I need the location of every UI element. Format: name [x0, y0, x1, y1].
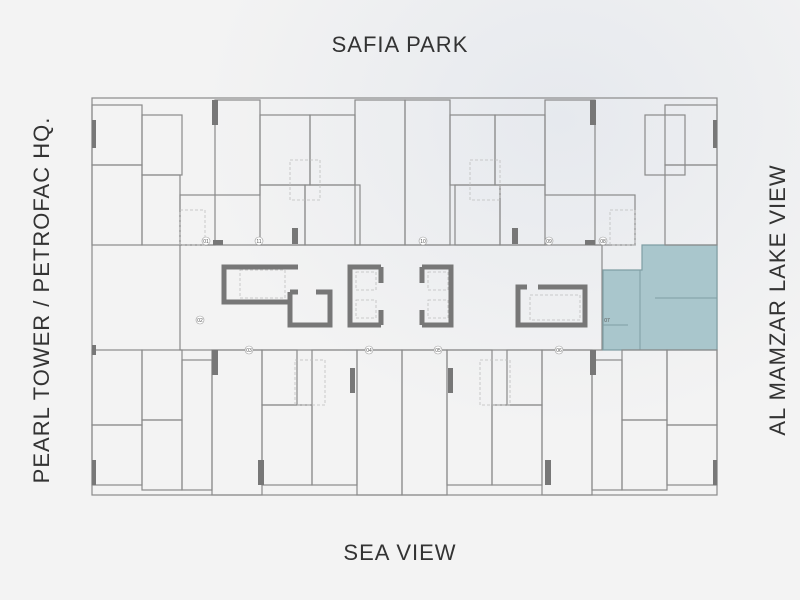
unit-label-03: 03 — [246, 348, 252, 354]
direction-label-north: SAFIA PARK — [331, 32, 469, 57]
structural-columns — [92, 100, 717, 485]
unit-labels: 01 11 10 09 08 02 03 04 05 06 07 — [195, 236, 610, 355]
north-units — [91, 99, 718, 246]
direction-label-south: SEA VIEW — [343, 540, 457, 565]
direction-label-east: AL MAMZAR LAKE VIEW — [765, 164, 790, 436]
unit-label-10: 10 — [420, 239, 426, 245]
unit-label-07: 07 — [604, 318, 610, 324]
unit-label-11: 11 — [256, 239, 261, 245]
unit-label-05: 05 — [435, 348, 441, 354]
unit-label-01: 01 — [203, 239, 209, 245]
unit-label-09: 09 — [546, 239, 552, 245]
building-core — [221, 264, 588, 328]
unit-label-04: 04 — [366, 348, 372, 354]
unit-label-08: 08 — [600, 239, 606, 245]
unit-label-02: 02 — [197, 318, 203, 324]
direction-label-west: PEARL TOWER / PETROFAC HQ. — [29, 116, 54, 484]
corridor — [179, 244, 603, 351]
unit-label-06: 06 — [556, 348, 562, 354]
south-units — [91, 349, 718, 496]
